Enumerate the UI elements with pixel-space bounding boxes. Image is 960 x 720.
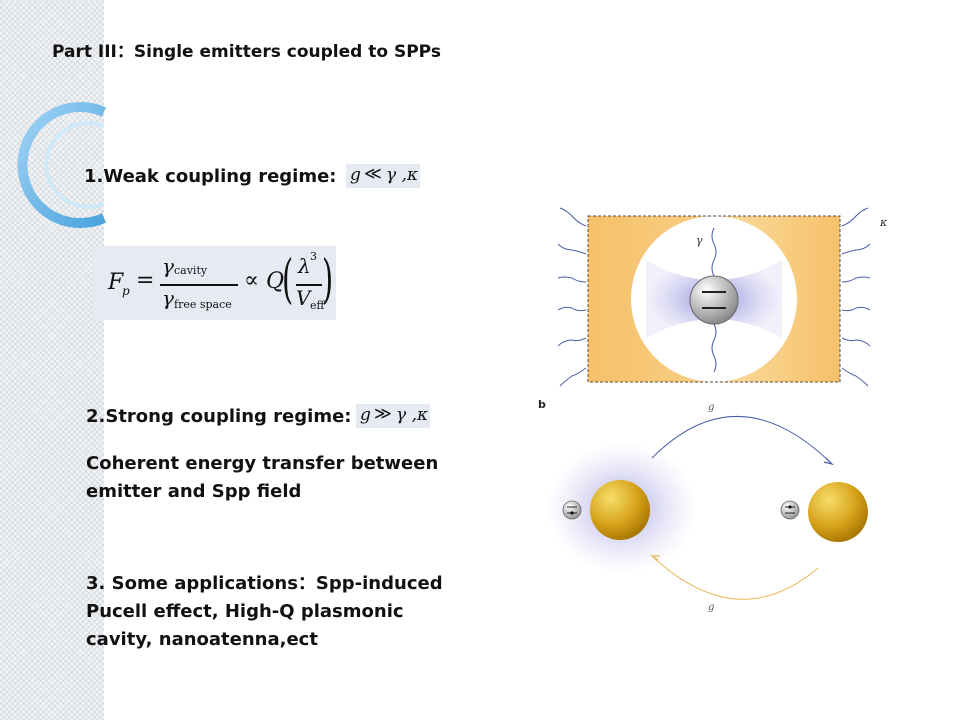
- coupling-arrowhead-bottom: [650, 555, 660, 561]
- emitter-small-right: [780, 500, 800, 520]
- emitter-left-electron: [570, 511, 574, 515]
- panel-b-label: b: [538, 398, 546, 411]
- formula-paren-right: ): [322, 250, 334, 310]
- strong-coupling-label: 2.Strong coupling regime:: [86, 406, 352, 427]
- strong-condition-lhs: g: [360, 405, 371, 425]
- g-top-label: g: [708, 402, 714, 413]
- weak-condition-lhs: g: [350, 165, 361, 185]
- applications-text: 3. Some applications：Spp-induced Pucell …: [86, 573, 443, 650]
- formula-v: V: [296, 286, 311, 310]
- formula-proportional: ∝: [244, 268, 259, 293]
- coupling-arrowhead-top: [823, 457, 834, 466]
- emitter-right-electron: [788, 505, 792, 509]
- formula-denominator-sub: free space: [174, 298, 232, 311]
- gamma-decay-wave-up: [711, 227, 717, 277]
- formula-numerator-sub: cavity: [174, 264, 208, 277]
- ring-decoration: [17, 102, 107, 228]
- formula-lambda-sup: 3: [310, 250, 317, 263]
- coupling-arrow-bottom: [651, 555, 819, 600]
- strong-condition-box: g ≫ γ ,κ: [356, 404, 430, 428]
- weak-condition-op: ≪: [364, 164, 382, 184]
- kappa-leak-waves-right: [841, 207, 871, 387]
- panel-b-strong-coupling: b g g: [538, 398, 868, 613]
- panel-a-cavity: γ κ: [557, 207, 888, 387]
- fraction-bar-inner: [296, 284, 322, 286]
- strong-condition-op: ≫: [374, 404, 392, 424]
- formula-numerator: γ: [162, 254, 174, 278]
- formula-denominator: γ: [162, 286, 174, 310]
- cavity-figure: γ κ b g: [538, 207, 888, 613]
- gold-nanoparticle-right: [808, 482, 868, 542]
- formula-equals: =: [136, 268, 155, 293]
- gamma-label: γ: [696, 234, 703, 247]
- emitter-small-left: [562, 500, 582, 520]
- formula-paren-left: (: [282, 250, 294, 310]
- formula-q: Q: [266, 269, 285, 294]
- strong-condition-rhs: γ ,κ: [396, 405, 429, 425]
- purcell-formula-box: F p = γ cavity γ free space ∝ Q ( λ 3 V …: [94, 246, 336, 320]
- emitter-atom: [689, 275, 739, 325]
- g-bottom-label: g: [708, 602, 714, 613]
- formula-lhs-sub: p: [122, 284, 130, 298]
- gamma-decay-wave-down: [711, 323, 717, 373]
- slide-title: Part III：Single emitters coupled to SPPs: [52, 42, 441, 62]
- formula-lambda: λ: [298, 254, 311, 278]
- weak-condition-rhs: γ ,κ: [386, 165, 419, 185]
- fraction-bar: [160, 284, 238, 286]
- weak-coupling-label: 1.Weak coupling regime:: [84, 166, 337, 187]
- coupling-arrow-top: [651, 416, 833, 465]
- gold-nanoparticle-left: [590, 480, 650, 540]
- kappa-label: κ: [879, 216, 888, 229]
- weak-condition-box: g ≪ γ ,κ: [346, 164, 420, 188]
- formula-v-sub: eff: [310, 299, 325, 312]
- cavity-border: [587, 215, 841, 383]
- formula-lhs: F: [108, 270, 124, 295]
- kappa-leak-waves-left: [557, 207, 587, 387]
- coherent-transfer-text: Coherent energy transfer between emitter…: [86, 453, 439, 502]
